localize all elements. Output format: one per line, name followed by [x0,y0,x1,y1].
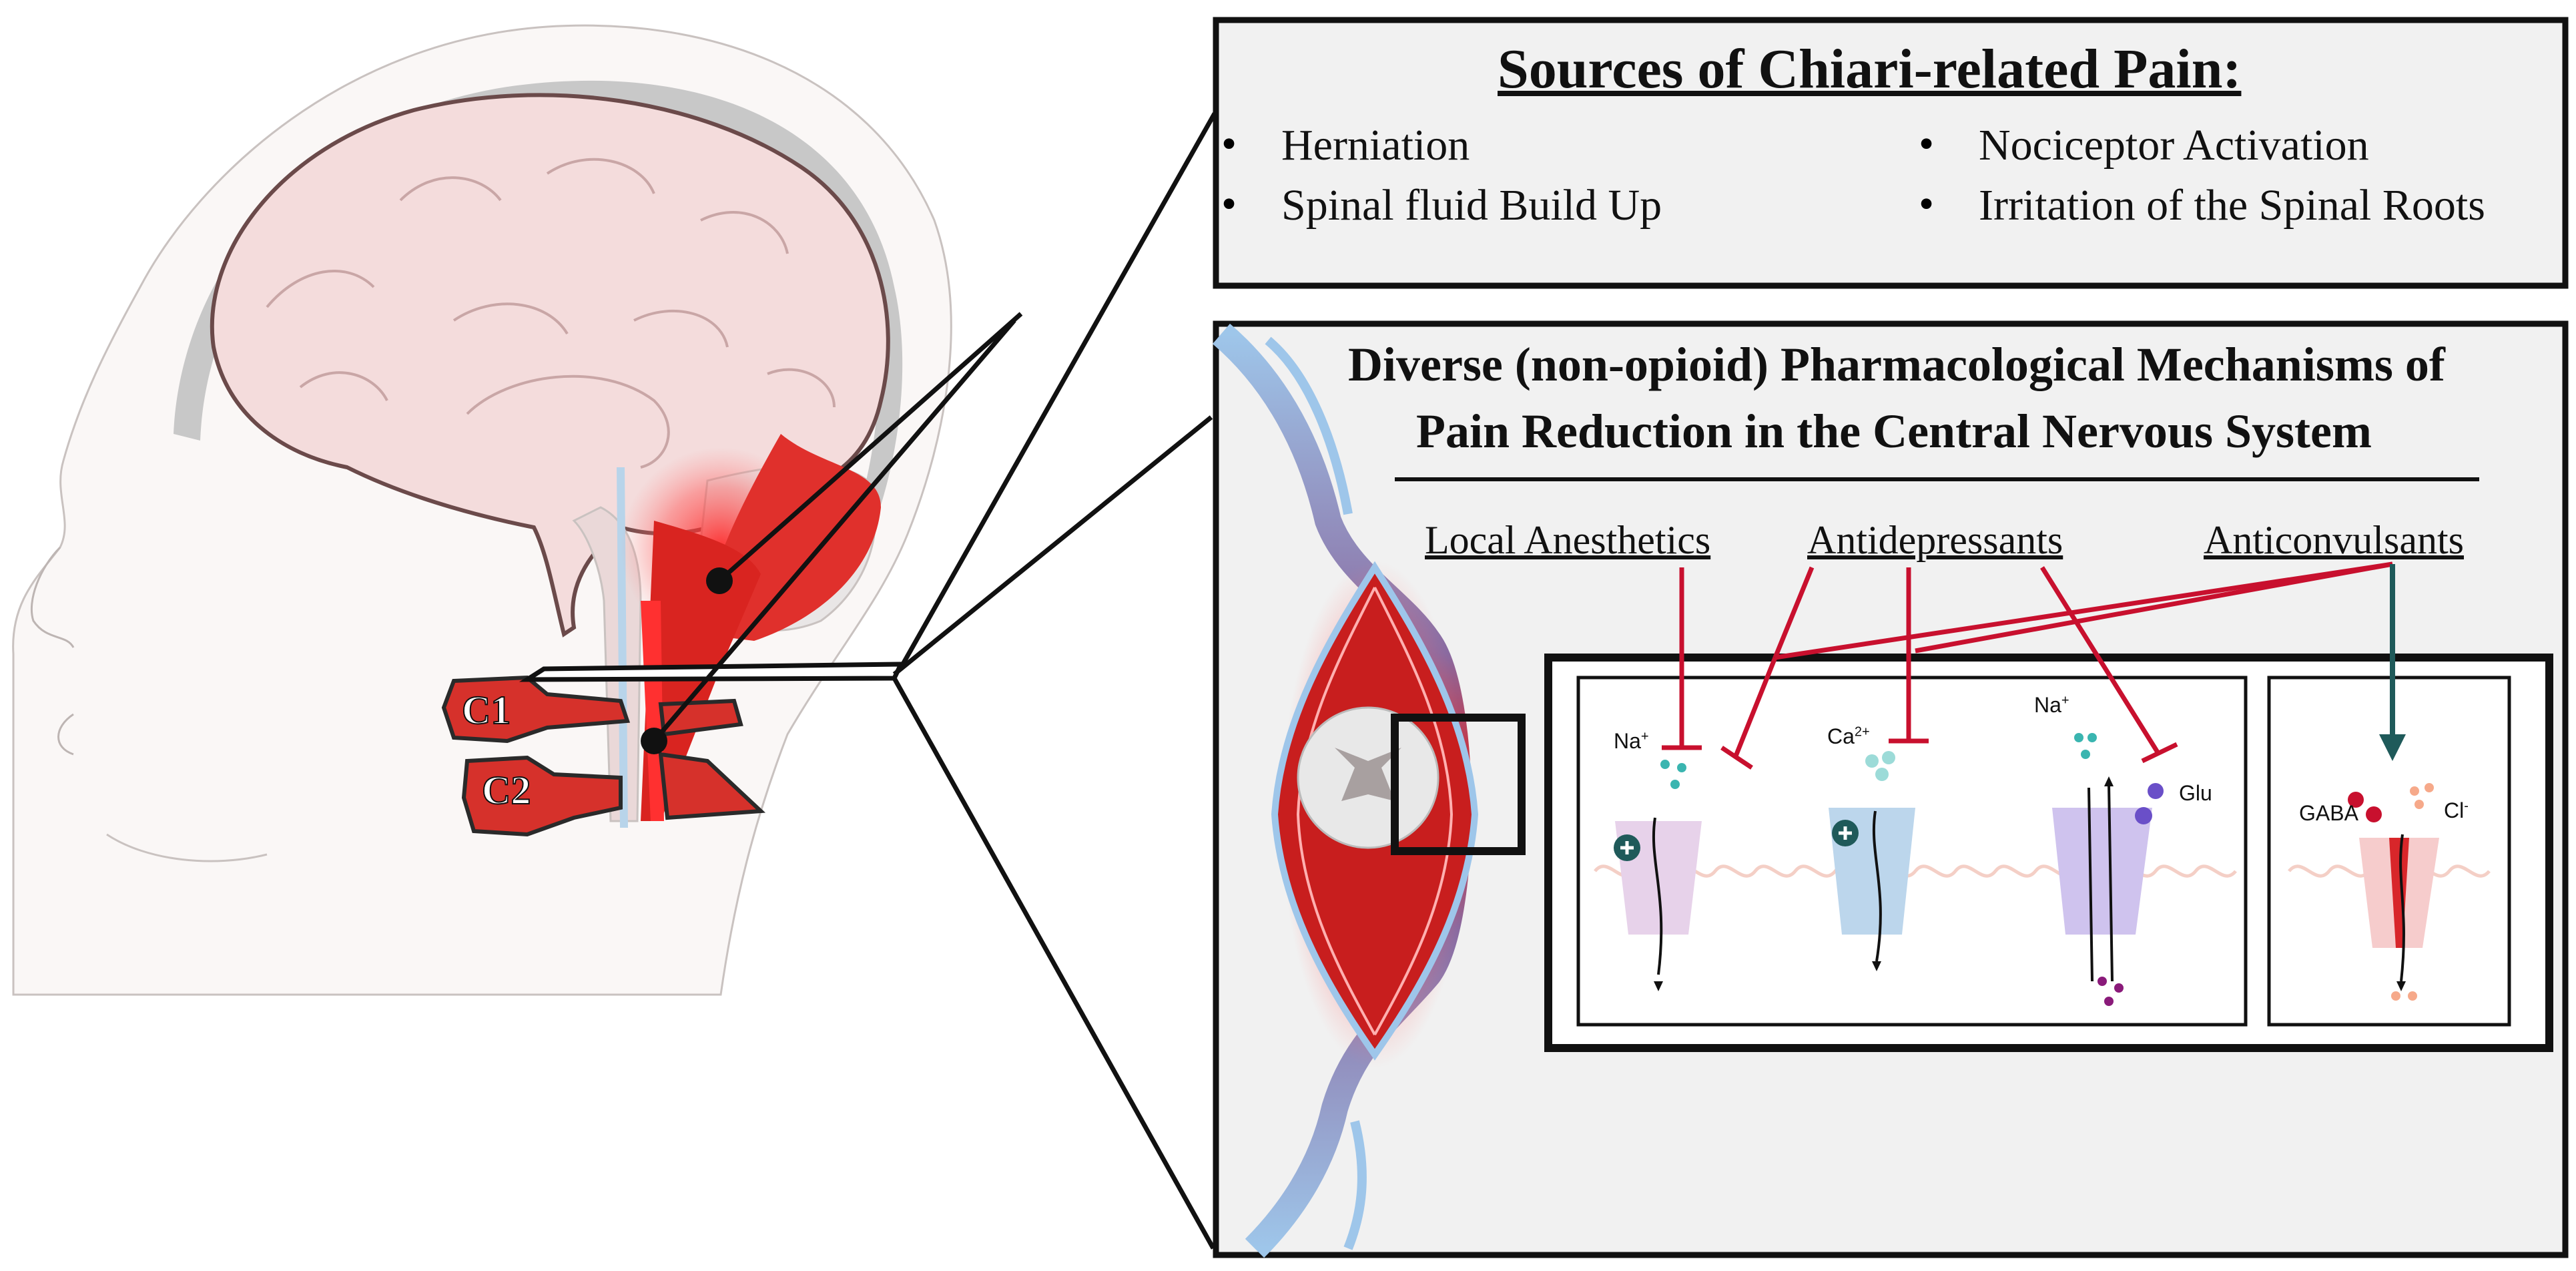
source-nociceptor: Nociceptor Activation [1979,121,2369,170]
ion-charge: - [2464,798,2469,814]
ion-label-sodium-2: Na+ [2034,693,2069,718]
drug-class-antidepressants: Antidepressants [1807,518,2063,562]
bullet-dot: • [1919,119,1935,168]
ion-charge: 2+ [1854,724,1870,740]
vertebra-c1-shape [441,675,743,744]
ion-symbol: Na [1614,729,1641,753]
mechanisms-title-line2: Pain Reduction in the Central Nervous Sy… [1416,405,2372,458]
anticonvulsant-activation-arrow [2379,564,2406,761]
bullet-dot: • [1919,180,1935,228]
source-spinal-fluid: Spinal fluid Build Up [1281,181,1662,230]
ion-charge: + [2061,693,2069,708]
marker-dot-cord [641,728,667,754]
ion-dots [1660,733,2434,1006]
mechanisms-title-line1: Diverse (non-opioid) Pharmacological Mec… [1348,338,2445,391]
sources-box [1213,17,2569,289]
plus-icons [1620,826,1852,854]
c2-label: C2 [481,768,531,813]
source-spinal-roots: Irritation of the Spinal Roots [1979,181,2485,230]
pointer-lines [652,112,1217,1250]
ion-symbol: Na [2034,693,2061,717]
drug-class-anticonvulsants: Anticonvulsants [2204,518,2464,562]
sources-title: Sources of Chiari-related Pain: [1498,38,2242,100]
vertebra-c2-shape [461,752,766,837]
ion-symbol: Cl [2444,798,2465,822]
source-herniation: Herniation [1281,121,1470,170]
ion-label-calcium: Ca2+ [1827,724,1870,749]
c1-label: C1 [461,688,511,733]
drug-inhibition-lines [1662,561,2393,770]
glutamate-channel [2052,776,2152,982]
bullet-dot: • [1221,119,1237,168]
drug-class-local-anesthetics: Local Anesthetics [1425,518,1711,562]
marker-dot-herniation [706,567,733,594]
ion-label-sodium-1: Na+ [1614,729,1649,754]
gaba-channel [2359,806,2439,991]
ion-label-chloride: Cl- [2444,798,2469,823]
ion-charge: + [1640,729,1649,744]
ion-symbol: Ca [1827,724,1855,748]
ion-label-glutamate: Glu [2179,781,2212,805]
spinal-cord-illustration [1212,323,1526,1258]
cord-thin-line [617,467,628,828]
ion-label-gaba: GABA [2299,801,2358,825]
bullet-dot: • [1221,180,1237,228]
